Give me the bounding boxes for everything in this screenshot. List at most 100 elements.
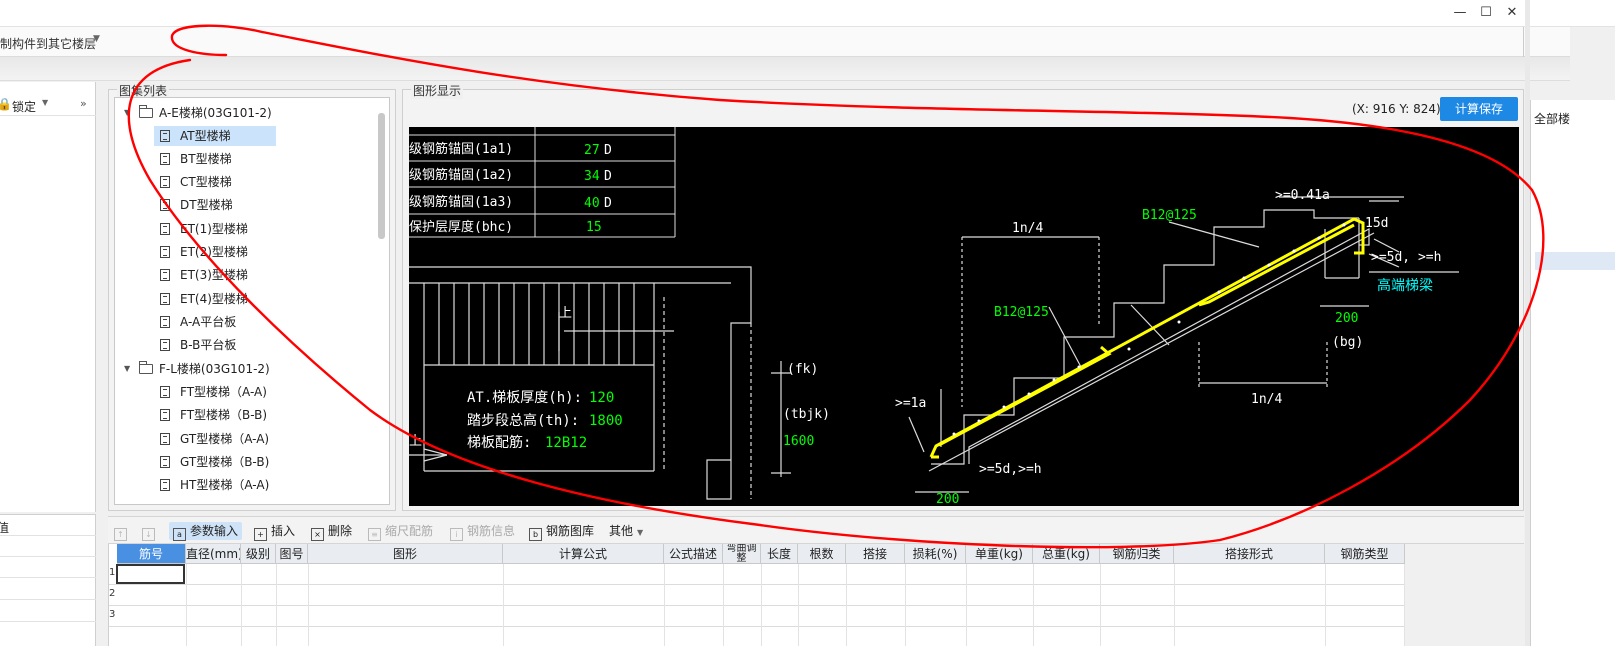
insert-button[interactable]: +插入 [254, 522, 295, 541]
col-header-lap-form[interactable]: 搭接形式 [1174, 544, 1325, 564]
col-header-shape[interactable]: 图形 [308, 544, 503, 564]
document-icon [160, 433, 170, 445]
col-header-loss[interactable]: 损耗(%) [905, 544, 966, 564]
dim-200-bottom: 200 [936, 492, 959, 506]
tree-item-ft-bb[interactable]: FT型楼梯（B-B) [154, 405, 267, 425]
col-header-formula[interactable]: 计算公式 [503, 544, 664, 564]
col-divider [664, 564, 665, 646]
chevron-down-icon: ▼ [637, 528, 644, 537]
tree-item-gt-bb[interactable]: GT型楼梯（B-B) [154, 452, 269, 472]
tree-item-bb-slab[interactable]: B-B平台板 [154, 335, 236, 355]
fk-label: (fk) [787, 362, 818, 377]
minimize-button[interactable]: — [1453, 5, 1467, 20]
all-floors-button[interactable]: 全部楼 [1534, 112, 1571, 126]
col-divider [186, 564, 187, 646]
tree-item-bt[interactable]: BT型楼梯 [154, 149, 232, 169]
tree-item-at[interactable]: AT型楼梯 [154, 126, 276, 146]
col-header-rebar-type[interactable]: 钢筋类型 [1325, 544, 1405, 564]
col-header-count[interactable]: 根数 [798, 544, 846, 564]
col-header-drawing-no[interactable]: 图号 [276, 544, 308, 564]
tree-scrollbar[interactable] [378, 113, 385, 239]
col-header-bar-number[interactable]: 筋号 [117, 544, 186, 564]
tree-item-ft-aa[interactable]: FT型楼梯（A-A) [154, 382, 267, 402]
delete-button[interactable]: ×删除 [311, 522, 352, 541]
value-column-header: 值 [0, 521, 10, 535]
library-icon: b [529, 528, 542, 541]
row-divider [109, 626, 1405, 627]
col-divider [308, 564, 309, 646]
tree-item-aa-slab[interactable]: A-A平台板 [154, 312, 236, 332]
row-divider [109, 605, 1405, 606]
col-header-bend-adjust[interactable]: 弯曲调整 [723, 544, 761, 564]
tree-item-dt[interactable]: DT型楼梯 [154, 195, 233, 215]
tree-item-et3[interactable]: ET(3)型楼梯 [154, 265, 248, 285]
arrow-up-icon: ↑ [114, 528, 127, 541]
lock-row[interactable]: 🔒 锁定 ▼ » [0, 94, 96, 116]
col-header-lap[interactable]: 搭接 [846, 544, 905, 564]
col-header-diameter[interactable]: 直径(mm) [186, 544, 241, 564]
thickness-label: AT.梯板厚度(h): [467, 390, 582, 406]
up-label: 上 [409, 434, 422, 449]
document-icon [160, 199, 170, 211]
chevron-down-icon[interactable]: ▼ [42, 98, 49, 107]
chevron-down-icon[interactable]: ▼ [124, 108, 131, 117]
scale-rebar-button[interactable]: ≡缩尺配筋 [368, 522, 434, 541]
tree-item-label: HT型楼梯（A-A) [180, 478, 270, 492]
col-header-formula-desc[interactable]: 公式描述 [664, 544, 723, 564]
document-icon [160, 456, 170, 468]
tree-item-et2[interactable]: ET(2)型楼梯 [154, 242, 248, 262]
tree-group-label: A-E楼梯(03G101-2) [159, 106, 272, 120]
move-up-button[interactable]: ↑ [114, 522, 131, 541]
close-button[interactable]: ✕ [1506, 5, 1518, 20]
col-header-unit-weight[interactable]: 单重(kg) [966, 544, 1033, 564]
up-label: 上 [559, 306, 572, 321]
maximize-button[interactable]: ☐ [1480, 5, 1492, 20]
expand-icon[interactable]: » [80, 97, 87, 110]
other-menu-button[interactable]: 其他▼ [609, 522, 643, 540]
chevron-down-icon[interactable]: ▼ [93, 34, 100, 44]
table-row-unit: D [604, 143, 612, 158]
tree-item-gt-aa[interactable]: GT型楼梯（A-A) [154, 429, 269, 449]
coordinate-readout: (X: 916 Y: 824) [1352, 102, 1441, 116]
document-icon [160, 293, 170, 305]
tree-item-label: AT型楼梯 [180, 129, 231, 143]
folder-icon [139, 361, 153, 374]
selected-cell[interactable] [116, 564, 185, 584]
table-row-value: 34 [584, 169, 600, 184]
chevron-down-icon[interactable]: ▼ [124, 364, 131, 373]
calc-save-button[interactable]: 计算保存 [1440, 97, 1518, 121]
move-down-button[interactable]: ↓ [142, 522, 159, 541]
rebar-lines [929, 217, 1365, 459]
high-beam-label: 高端梯梁 [1377, 277, 1433, 294]
document-icon [160, 386, 170, 398]
cad-canvas[interactable]: 级钢筋锚固(1a1) 27 D 级钢筋锚固(1a2) 34 D 级钢筋锚固(1a… [409, 127, 1519, 506]
tree-item-et4[interactable]: ET(4)型楼梯 [154, 289, 248, 309]
stair-plan [409, 266, 791, 500]
tree-item-ct[interactable]: CT型楼梯 [154, 172, 232, 192]
lock-label[interactable]: 锁定 [12, 100, 37, 114]
row-number[interactable]: 3 [109, 609, 116, 620]
table-row-label: 级钢筋锚固(1a1) [409, 141, 513, 157]
col-header-category[interactable]: 钢筋归类 [1100, 544, 1174, 564]
total-height-label: 踏步段总高(th): [467, 412, 579, 429]
scale-rebar-label: 缩尺配筋 [385, 524, 434, 538]
col-divider [1100, 564, 1101, 646]
selected-floor-row[interactable] [1535, 252, 1615, 270]
row-number[interactable]: 1 [109, 567, 116, 578]
copy-to-floor-menu[interactable]: 制构件到其它楼层 [0, 37, 97, 51]
tree-item-et1[interactable]: ET(1)型楼梯 [154, 219, 248, 239]
info-icon: i [450, 528, 463, 541]
rebar-grid: 筋号 直径(mm) 级别 图号 图形 计算公式 公式描述 弯曲调整 长度 根数 … [108, 544, 1405, 646]
col-divider [723, 564, 724, 646]
row-number[interactable]: 2 [109, 588, 116, 599]
row-divider [0, 535, 96, 536]
tree-item-label: FT型楼梯（A-A) [180, 385, 267, 399]
col-header-total-weight[interactable]: 总重(kg) [1033, 544, 1100, 564]
tree-item-ht-aa[interactable]: HT型楼梯（A-A) [154, 475, 269, 495]
col-header-grade[interactable]: 级别 [241, 544, 276, 564]
slab-rebar-value: 12B12 [545, 435, 587, 451]
col-header-length[interactable]: 长度 [761, 544, 798, 564]
